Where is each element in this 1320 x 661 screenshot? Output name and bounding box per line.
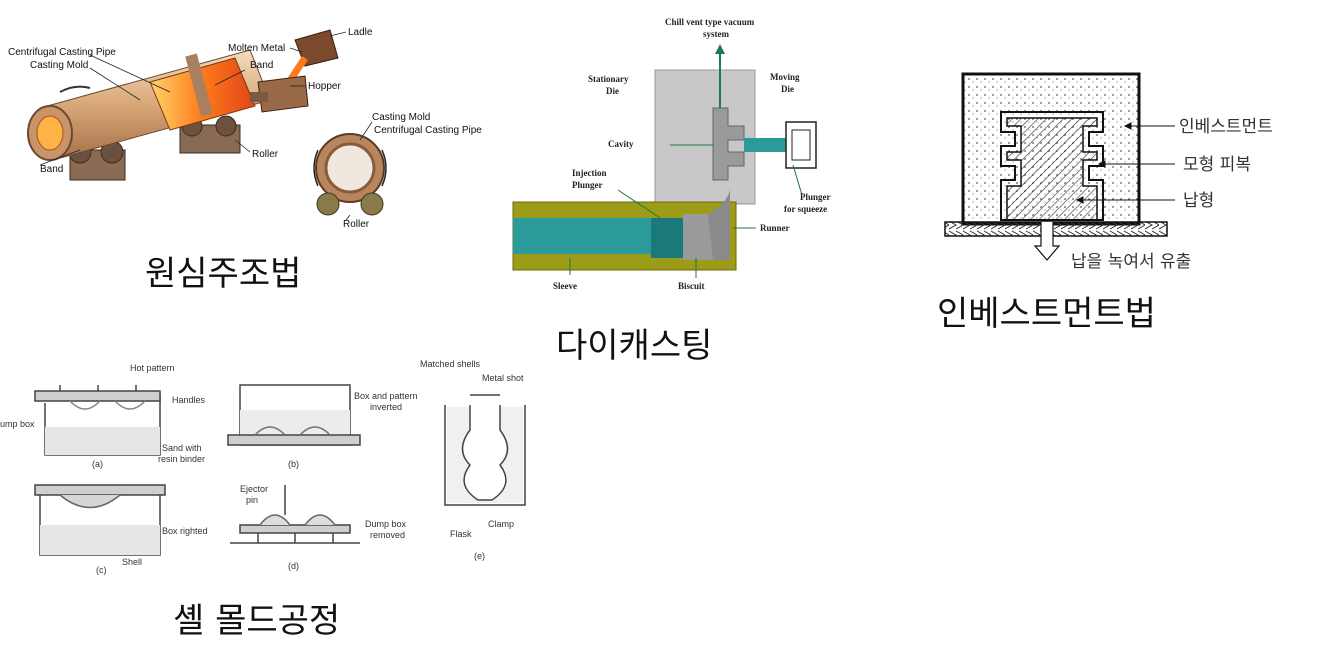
casting-pipe bbox=[27, 49, 271, 161]
label-ejector-2: pin bbox=[246, 495, 258, 505]
label-investment: 인베스트먼트 bbox=[1179, 117, 1273, 137]
label-sleeve: Sleeve bbox=[553, 281, 577, 291]
shell-mold-panel: Hot pattern Handles ump box Sand with re… bbox=[0, 355, 540, 661]
label-dump-box: ump box bbox=[0, 419, 35, 429]
caption-shell-mold: 셸 몰드공정 bbox=[173, 601, 341, 641]
shell-mold-diagram: Hot pattern Handles ump box Sand with re… bbox=[0, 359, 526, 575]
label-cavity: Cavity bbox=[608, 139, 634, 149]
label-pipe: Centrifugal Casting Pipe bbox=[8, 47, 116, 58]
investment-casting-diagram: 인베스트먼트 모형 피복 납형 납을 녹여서 유출 bbox=[944, 72, 1273, 272]
label-vent-2: system bbox=[703, 29, 729, 39]
label-wax: 납형 bbox=[1183, 191, 1214, 211]
investment-casting-panel: 인베스트먼트 모형 피복 납형 납을 녹여서 유출 인베스트먼트법 bbox=[935, 60, 1315, 340]
label-section-mold: Casting Mold bbox=[372, 112, 430, 123]
label-melt: 납을 녹여서 유출 bbox=[1071, 252, 1191, 272]
label-section-roller: Roller bbox=[343, 219, 370, 230]
label-stationary-2: Die bbox=[606, 86, 619, 96]
label-injection-2: Plunger bbox=[572, 180, 603, 190]
die-casting-panel: Chill vent type vacuum system Stationary… bbox=[508, 0, 858, 370]
label-biscuit: Biscuit bbox=[678, 281, 705, 291]
label-band-top: Band bbox=[250, 60, 273, 71]
label-coating: 모형 피복 bbox=[1183, 155, 1251, 175]
label-e: (e) bbox=[474, 551, 485, 561]
label-flask: Flask bbox=[450, 529, 472, 539]
caption-centrifugal: 원심주조법 bbox=[145, 254, 302, 294]
centrifugal-casting-panel: Ladle Molten Metal Centrifugal Casting P… bbox=[0, 0, 520, 300]
die-casting-diagram: Chill vent type vacuum system Stationary… bbox=[512, 17, 831, 291]
caption-investment: 인베스트먼트법 bbox=[937, 294, 1156, 334]
label-resin: resin binder bbox=[158, 454, 205, 464]
label-squeeze-2: for squeeze bbox=[784, 204, 827, 214]
cavity-shape bbox=[712, 107, 745, 181]
label-c: (c) bbox=[96, 565, 107, 575]
label-runner: Runner bbox=[760, 223, 790, 233]
label-hopper: Hopper bbox=[308, 81, 341, 92]
label-band-bottom: Band bbox=[40, 164, 63, 175]
label-handles: Handles bbox=[172, 395, 206, 405]
label-box-pattern-2: inverted bbox=[370, 402, 402, 412]
pipe-cross-section bbox=[313, 121, 387, 221]
label-hot-pattern: Hot pattern bbox=[130, 363, 175, 373]
label-clamp: Clamp bbox=[488, 519, 514, 529]
label-mold: Casting Mold bbox=[30, 60, 88, 71]
label-vent-1: Chill vent type vacuum bbox=[665, 17, 755, 27]
caption-die-casting: 다이캐스팅 bbox=[556, 326, 713, 366]
label-d: (d) bbox=[288, 561, 299, 571]
label-stationary-1: Stationary bbox=[588, 74, 629, 84]
label-sand: Sand with bbox=[162, 443, 202, 453]
label-ejector-1: Ejector bbox=[240, 484, 268, 494]
label-box-pattern-1: Box and pattern bbox=[354, 391, 418, 401]
label-roller: Roller bbox=[252, 149, 279, 160]
label-a: (a) bbox=[92, 459, 103, 469]
label-shell: Shell bbox=[122, 557, 142, 567]
label-moving-2: Die bbox=[781, 84, 794, 94]
label-injection-1: Injection bbox=[572, 168, 607, 178]
label-ladle: Ladle bbox=[348, 27, 373, 38]
ladle-hopper bbox=[250, 29, 339, 113]
label-moving-1: Moving bbox=[770, 72, 800, 82]
label-box-righted: Box righted bbox=[162, 526, 208, 536]
label-molten-metal: Molten Metal bbox=[228, 43, 285, 54]
label-b: (b) bbox=[288, 459, 299, 469]
label-metal-shot: Metal shot bbox=[482, 373, 524, 383]
label-dump-removed-1: Dump box bbox=[365, 519, 407, 529]
label-dump-removed-2: removed bbox=[370, 530, 405, 540]
label-matched: Matched shells bbox=[420, 359, 481, 369]
centrifugal-casting-diagram: Ladle Molten Metal Centrifugal Casting P… bbox=[8, 27, 482, 230]
label-section-pipe: Centrifugal Casting Pipe bbox=[374, 125, 482, 136]
label-squeeze-1: Plunger bbox=[800, 192, 831, 202]
wax-pattern bbox=[1006, 117, 1098, 221]
